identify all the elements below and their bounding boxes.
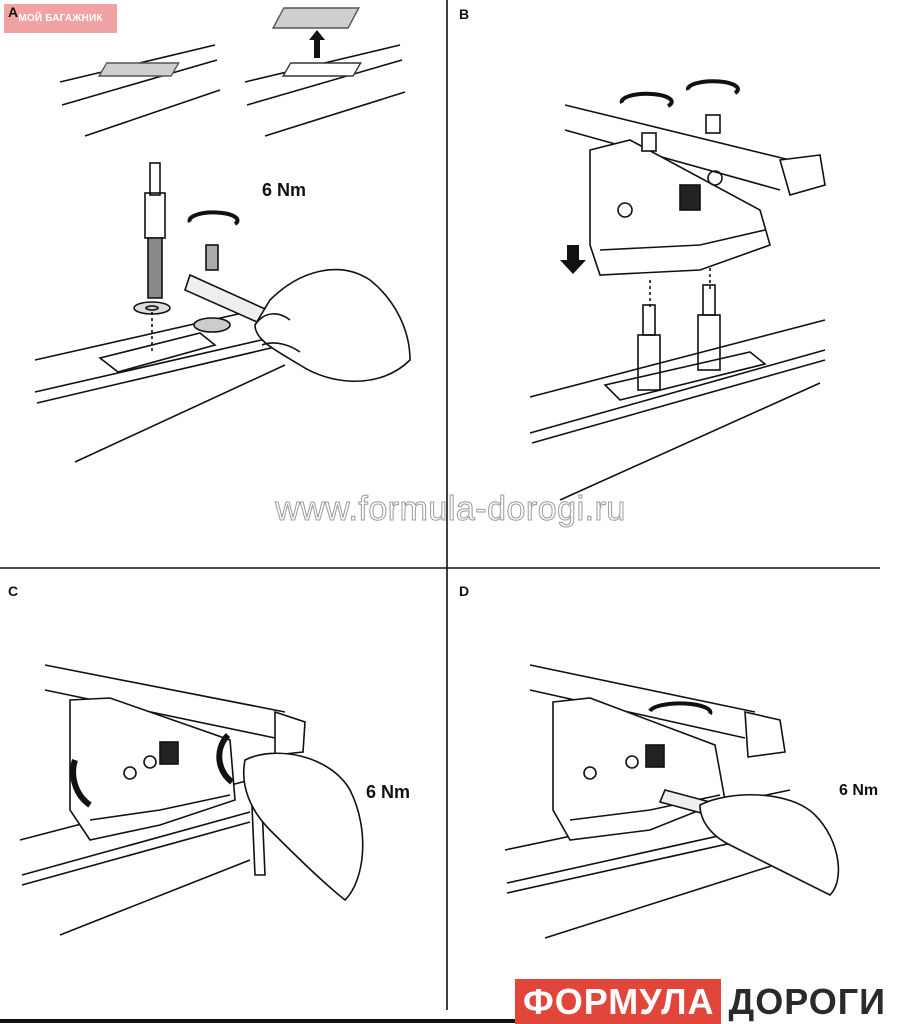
- arrow-down-icon: [560, 245, 586, 274]
- panel-b-crossbar: [564, 104, 826, 196]
- panel-a-bolt: [133, 162, 171, 352]
- panel-b-label: B: [459, 6, 470, 22]
- logo-part-2: ДОРОГИ: [720, 979, 895, 1024]
- site-badge: МОЙ БАГАЖНИК: [4, 4, 117, 33]
- rotate-arrow-icon: [619, 91, 674, 108]
- rotate-arrow-icon: [187, 210, 240, 226]
- panel-d-torque-label: 6 Nm: [839, 782, 879, 799]
- rotate-arrow-icon: [648, 701, 713, 715]
- watermark-url: www.formula-dorogi.ru: [275, 490, 626, 529]
- panel-c-torque-label: 6 Nm: [366, 782, 411, 802]
- panel-a-label: A: [8, 4, 19, 20]
- panel-c-crossbar-foot: [44, 664, 364, 902]
- panel-a-torque-label: 6 Nm: [262, 180, 307, 200]
- panel-a-rail-after: [244, 7, 406, 137]
- brand-logo: ФОРМУЛА ДОРОГИ: [515, 979, 895, 1024]
- panel-d-crossbar-foot: [529, 664, 840, 896]
- panel-d-label: D: [459, 583, 470, 599]
- panel-c-label: C: [8, 583, 19, 599]
- rotate-arrow-icon: [685, 79, 740, 95]
- arrow-up-icon: [309, 30, 325, 58]
- logo-part-1: ФОРМУЛА: [515, 979, 721, 1024]
- panel-a-wrench-hand: [184, 244, 411, 383]
- panel-b-rail: [529, 319, 826, 501]
- panel-a-rail: [34, 299, 306, 463]
- panel-b-foot: [560, 114, 771, 391]
- panel-a-rail-before: [59, 44, 221, 137]
